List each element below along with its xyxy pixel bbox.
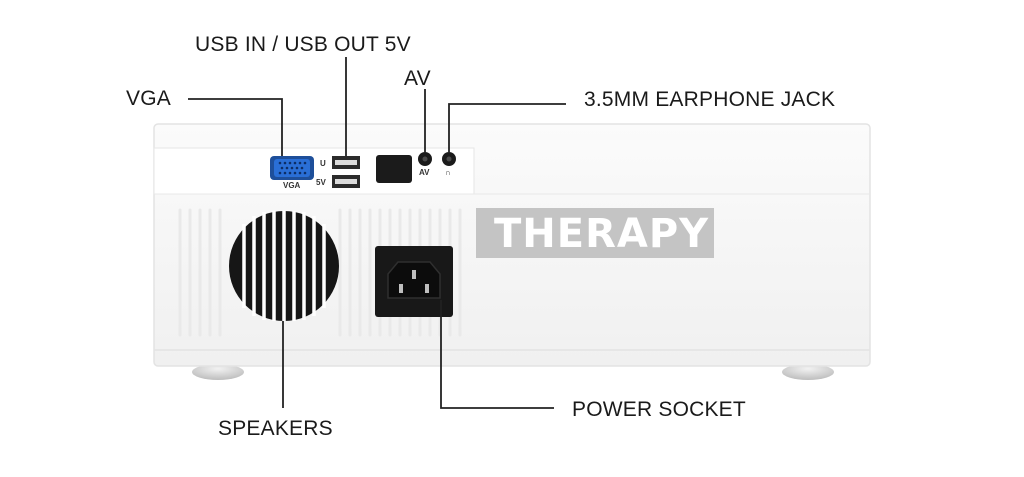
watermark-box	[476, 208, 714, 258]
watermark: THERAPY	[476, 208, 714, 268]
usb-ports	[332, 156, 360, 188]
power-socket	[375, 246, 453, 317]
av-port-label: AV	[419, 168, 430, 177]
headphone-icon: ∩	[445, 168, 451, 177]
leader-lines	[188, 57, 566, 409]
callout-usb: USB IN / USB OUT 5V	[195, 33, 411, 56]
leader-power	[440, 300, 554, 409]
callout-earphone: 3.5MM EARPHONE JACK	[584, 88, 836, 111]
callout-av: AV	[404, 67, 431, 90]
callout-speakers: SPEAKERS	[218, 417, 333, 440]
earphone-jack	[442, 152, 456, 166]
callout-power: POWER SOCKET	[572, 398, 746, 421]
watermark-text: THERAPY	[494, 211, 710, 257]
left-foot	[192, 364, 244, 380]
callout-vga: VGA	[126, 87, 171, 110]
vga-port	[270, 156, 314, 180]
leader-earphone	[448, 103, 566, 152]
speaker-grille	[229, 211, 339, 321]
vga-port-label: VGA	[283, 181, 301, 190]
usb-top-label: U	[320, 159, 326, 168]
av-jack	[418, 152, 432, 166]
usb-bottom-label: 5V	[316, 178, 326, 187]
right-foot	[782, 364, 834, 380]
leader-vga	[188, 98, 283, 156]
ir-receiver	[376, 155, 412, 183]
